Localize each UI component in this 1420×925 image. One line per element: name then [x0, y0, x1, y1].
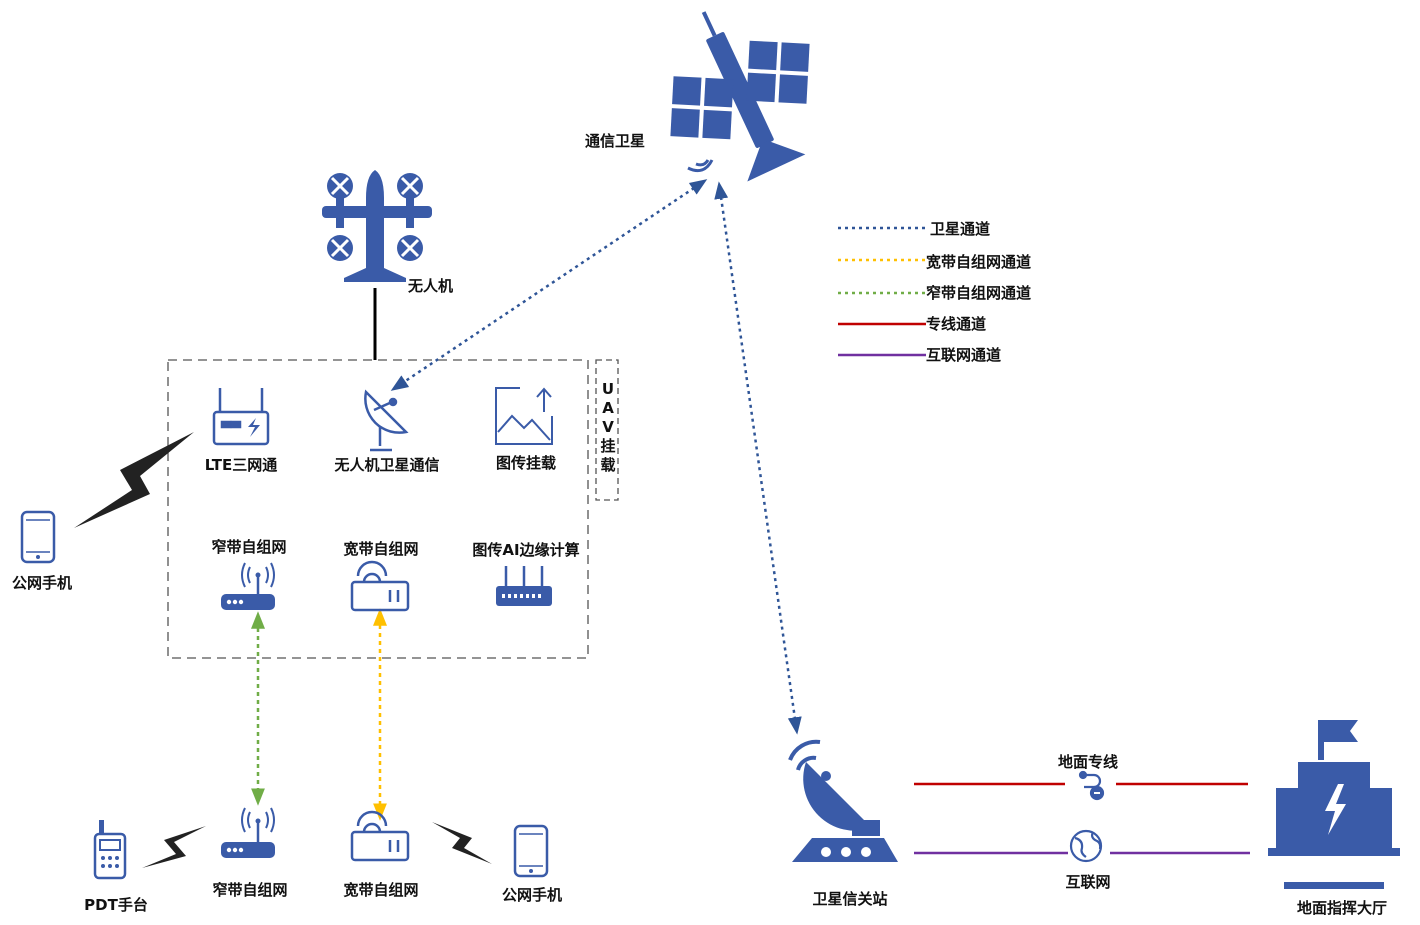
pdt-radio-icon — [93, 820, 127, 880]
ground-line-label: 地面专线 — [1057, 753, 1119, 771]
image-upload-icon — [495, 387, 553, 445]
uav-equipment-box — [167, 359, 589, 659]
satellite-dish-icon — [364, 389, 409, 452]
lightning-icon — [432, 822, 492, 864]
uav-payload-label: UAV挂载 — [600, 380, 616, 474]
uav-label: 无人机 — [408, 277, 454, 295]
mobile-phone-icon — [20, 510, 56, 564]
lightning-icon — [142, 826, 206, 868]
ai-edge-label: 图传AI边缘计算 — [472, 541, 580, 559]
lte-router-icon — [212, 388, 270, 446]
legend-broadband-label: 宽带自组网通道 — [926, 253, 1032, 271]
globe-icon — [1069, 829, 1103, 863]
satellite-gateway-icon — [788, 739, 898, 862]
legend-narrowband-label: 窄带自组网通道 — [926, 284, 1032, 302]
satellite-to-gateway-channel — [714, 181, 802, 735]
public-phone-bottom-label: 公网手机 — [501, 886, 563, 904]
gateway-label: 卫星信关站 — [812, 890, 888, 908]
uav-satellite-comm-label: 无人机卫星通信 — [334, 456, 440, 474]
public-phone-left-label: 公网手机 — [11, 574, 73, 592]
broadband-bottom-label: 宽带自组网 — [343, 881, 419, 899]
image-payload-label: 图传挂载 — [495, 454, 557, 472]
narrowband-router-icon — [221, 807, 275, 858]
command-center-building-icon — [1268, 720, 1400, 889]
legend-internet-label: 互联网通道 — [926, 346, 1002, 364]
narrowband-router-icon — [221, 562, 275, 610]
lightning-icon — [74, 432, 194, 528]
pdt-label: PDT手台 — [84, 896, 148, 914]
narrowband-top-label: 窄带自组网 — [211, 538, 287, 556]
satellite-to-uav-channel — [390, 179, 708, 391]
lte-label: LTE三网通 — [204, 456, 278, 474]
legend-satellite-label: 卫星通道 — [930, 220, 991, 238]
narrowband-bottom-label: 窄带自组网 — [212, 881, 288, 899]
legend-dedicated-label: 专线通道 — [926, 315, 987, 333]
satellite-icon — [670, 11, 810, 182]
mobile-phone-icon — [513, 824, 549, 878]
broadband-modem-icon — [350, 560, 410, 612]
uav-drone-icon — [322, 170, 432, 282]
ai-edge-computing-icon — [496, 566, 552, 606]
broadband-top-label: 宽带自组网 — [343, 540, 419, 558]
broadband-modem-icon — [350, 810, 410, 862]
internet-label: 互联网 — [1065, 873, 1111, 891]
satellite-label: 通信卫星 — [585, 132, 646, 150]
command-center-label: 地面指挥大厅 — [1296, 899, 1388, 917]
dedicated-line-icon — [1078, 770, 1105, 801]
